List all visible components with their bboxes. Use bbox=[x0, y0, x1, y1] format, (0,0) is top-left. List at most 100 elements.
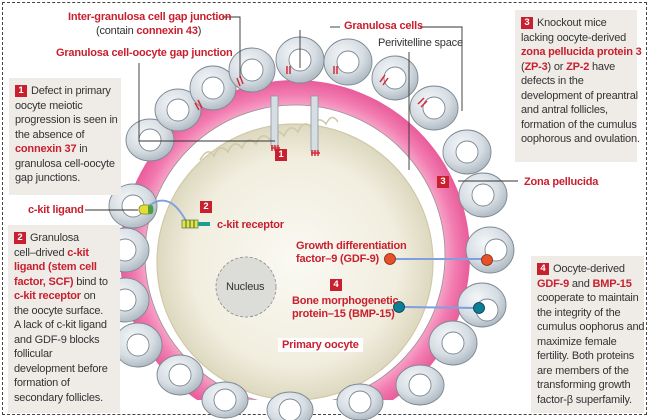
gdf9-dot-oocyte bbox=[384, 253, 396, 265]
box4-text: cumulus oophorus and bbox=[537, 321, 645, 333]
gdf9-dot-cell bbox=[481, 254, 493, 266]
box2-text: follicular bbox=[14, 348, 53, 360]
box4-badge: 4 bbox=[537, 263, 549, 275]
primary-oocyte-text: Primary oocyte bbox=[278, 338, 363, 352]
box2-badge: 2 bbox=[14, 232, 26, 244]
granulosa-cell-nucleus bbox=[455, 140, 479, 164]
label-ckit-ligand: c-kit ligand bbox=[28, 204, 84, 216]
box3-badge: 3 bbox=[521, 17, 533, 29]
box1-text: Defect in primary bbox=[31, 85, 111, 97]
box2-text: Granulosa bbox=[30, 232, 79, 244]
box4-text: fertility. Both proteins bbox=[537, 350, 635, 362]
box2-highlight: ligand (stem cell bbox=[14, 261, 97, 273]
box2-line: formation of bbox=[14, 376, 116, 391]
box4-line: are members of the bbox=[537, 364, 640, 379]
box4-highlight: BMP-15 bbox=[592, 277, 632, 290]
badge-3: 3 bbox=[437, 176, 449, 188]
box3-line: (ZP-3) or ZP-2 have bbox=[521, 60, 633, 75]
box4-line: fertility. Both proteins bbox=[537, 349, 640, 364]
box3-line: defects in the bbox=[521, 74, 633, 89]
label-primary-oocyte: Primary oocyte bbox=[278, 338, 363, 352]
box3-highlight: zona pellucida protein 3 bbox=[521, 46, 642, 58]
bmp15-line1: Bone morphogenetic bbox=[292, 295, 399, 307]
box4-line: factor-β superfamily. bbox=[537, 393, 640, 408]
box4-text: the integrity of the bbox=[537, 306, 621, 319]
bmp15-dot-cell bbox=[473, 302, 485, 314]
ckit-receptor-icon bbox=[181, 219, 210, 229]
gdf9-line2: factor–9 (GDF-9) bbox=[296, 253, 379, 265]
box2-line: follicular bbox=[14, 347, 116, 362]
box3-line: development of preantral bbox=[521, 89, 638, 104]
box3-text: ) or bbox=[547, 60, 567, 73]
connexin43-text: connexin 43 bbox=[136, 25, 198, 37]
box3-text: oophorous and ovulation. bbox=[521, 133, 640, 145]
box2-text: and GDF-9 blocks bbox=[14, 333, 100, 346]
box2-line: cell–drived c-kit bbox=[14, 246, 116, 261]
granulosa-cell-nucleus bbox=[348, 390, 372, 414]
granulosa-cell-nucleus bbox=[240, 58, 264, 82]
box3-text: defects in the bbox=[521, 75, 584, 87]
box2-text: cell–drived bbox=[14, 246, 68, 259]
bmp15-dot-oocyte bbox=[393, 301, 405, 313]
label-perivitelline-space: Perivitelline space bbox=[378, 37, 463, 49]
box2-text: development before bbox=[14, 362, 108, 375]
label-nucleus: Nucleus bbox=[226, 281, 265, 293]
granulosa-cell-nucleus bbox=[383, 66, 407, 90]
contain-prefix: (contain bbox=[96, 25, 137, 37]
primary-oocyte bbox=[156, 123, 434, 400]
box1-text: the absence of bbox=[15, 128, 85, 141]
gdf9-line1: Growth differentiation bbox=[296, 240, 407, 252]
badge-4: 4 bbox=[330, 279, 342, 291]
box1-text: granulosa cell-oocyte bbox=[15, 157, 115, 170]
box4-text: cooperate to maintain bbox=[537, 292, 639, 304]
box2-line: and GDF-9 blocks bbox=[14, 333, 116, 348]
box3-line: oophorous and ovulation. bbox=[521, 132, 640, 147]
box2-text: A lack of c-kit ligand bbox=[14, 319, 107, 331]
box2-line: A lack of c-kit ligand bbox=[14, 318, 116, 333]
box3-line: zona pellucida protein 3 bbox=[521, 45, 642, 60]
badge-1: 1 bbox=[275, 149, 287, 161]
granulosa-cell-nucleus bbox=[471, 183, 495, 207]
box4-line: the integrity of the bbox=[537, 306, 640, 321]
gdf9-path bbox=[384, 253, 493, 266]
gap-junction-marks bbox=[194, 66, 428, 156]
granulosa-cell-nucleus bbox=[166, 98, 190, 122]
box1-line: granulosa cell-oocyte bbox=[15, 157, 117, 172]
box2-line: secondary follicles. bbox=[14, 391, 116, 406]
granulosa-cell-nucleus bbox=[126, 333, 150, 357]
box3-highlight: ZP-2 bbox=[566, 60, 590, 73]
box3-line: lacking oocyte-derived bbox=[521, 31, 633, 46]
granulosa-cell-nucleus bbox=[408, 373, 432, 397]
box1-line: gap junctions. bbox=[15, 171, 117, 186]
box4-line: GDF-9 and BMP-15 bbox=[537, 277, 640, 292]
box4-text: and bbox=[569, 277, 593, 290]
label-zona-pellucida: Zona pellucida bbox=[524, 176, 599, 188]
box2-highlight: factor, SCF) bbox=[14, 275, 74, 288]
figure-frame bbox=[2, 2, 647, 415]
box1-line: the absence of bbox=[15, 128, 117, 143]
box3-text: have bbox=[589, 60, 616, 73]
box3-text: Knockout mice bbox=[537, 17, 607, 29]
box2-text: the oocyte surface. bbox=[14, 304, 104, 317]
bmp15-line2: protein–15 (BMP-15) bbox=[292, 308, 395, 320]
bmp15-path bbox=[393, 301, 485, 314]
box1-text: oocyte meiotic bbox=[15, 99, 83, 112]
granulosa-cell-nucleus bbox=[168, 363, 192, 387]
box4-highlight: GDF-9 bbox=[537, 277, 570, 290]
ckit-arrow bbox=[149, 199, 187, 222]
granulosa-cell-nucleus bbox=[138, 128, 162, 152]
granulosa-cell-nucleus bbox=[336, 50, 360, 74]
box4-text: are members of the bbox=[537, 364, 629, 377]
box2-line: factor, SCF) bind to bbox=[14, 275, 116, 290]
box2-highlight: c-kit bbox=[67, 246, 89, 259]
